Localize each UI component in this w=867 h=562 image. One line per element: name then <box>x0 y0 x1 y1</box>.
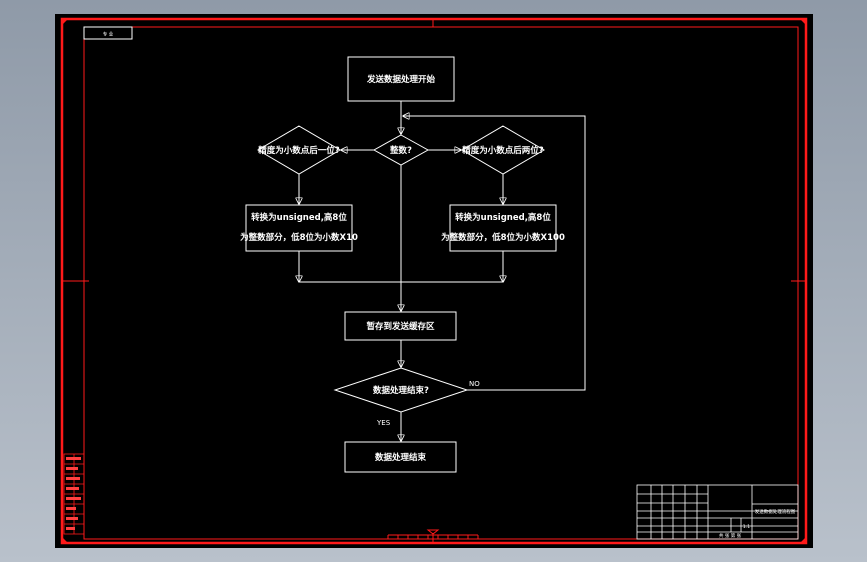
connectors <box>299 101 586 441</box>
convert-left-node: 转换为unsigned,高8位 为整数部分，低8位为小数X10 <box>240 204 358 252</box>
buffer-node-label: 暂存到发送缓存区 <box>366 321 435 332</box>
end-node: 数据处理结束 <box>344 441 457 473</box>
one-decimal-label: 精度为小数点后一位? <box>258 145 340 156</box>
start-node-label: 发送数据处理开始 <box>366 74 436 85</box>
drawing-sheet: 专 业 <box>55 14 813 548</box>
end-node-label: 数据处理结束 <box>375 452 427 463</box>
done-decision-label: 数据处理结束? <box>373 385 429 396</box>
two-decimal-decision: 精度为小数点后两位? <box>461 125 545 175</box>
start-node: 发送数据处理开始 <box>347 56 455 102</box>
convert-right-line2: 为整数部分，低8位为小数X100 <box>441 232 565 243</box>
done-decision: 数据处理结束? <box>333 367 469 413</box>
drawing-scale: 1:1 <box>743 524 750 530</box>
no-edge-label: NO <box>469 380 480 388</box>
integer-decision-label: 整数? <box>390 145 412 156</box>
left-sidebar-table <box>63 453 85 535</box>
yes-edge-label: YES <box>376 419 391 427</box>
convert-right-line1: 转换为unsigned,高8位 <box>455 212 551 223</box>
flowchart-canvas: 专 业 <box>60 17 808 545</box>
two-decimal-label: 精度为小数点后两位? <box>462 145 544 156</box>
outer-frame <box>60 17 808 545</box>
sheet-label: 专 业 <box>103 31 114 38</box>
drawing-title: 发送数据处理流程图 <box>755 508 796 515</box>
one-decimal-decision: 精度为小数点后一位? <box>257 125 341 175</box>
convert-left-line1: 转换为unsigned,高8位 <box>251 212 347 223</box>
sheet-label-box: 专 业 <box>83 26 133 40</box>
corner-marks <box>62 19 806 543</box>
title-block: 发送数据处理流程图 1:1 共 张 第 张 <box>636 484 799 540</box>
integer-decision: 整数? <box>372 134 430 166</box>
center-marks <box>62 19 806 543</box>
sheet-count: 共 张 第 张 <box>719 532 742 539</box>
convert-left-line2: 为整数部分，低8位为小数X10 <box>240 232 358 243</box>
convert-right-node: 转换为unsigned,高8位 为整数部分，低8位为小数X100 <box>441 204 565 252</box>
bottom-ruler <box>387 529 479 539</box>
inner-frame <box>83 26 799 540</box>
buffer-node: 暂存到发送缓存区 <box>344 311 457 341</box>
